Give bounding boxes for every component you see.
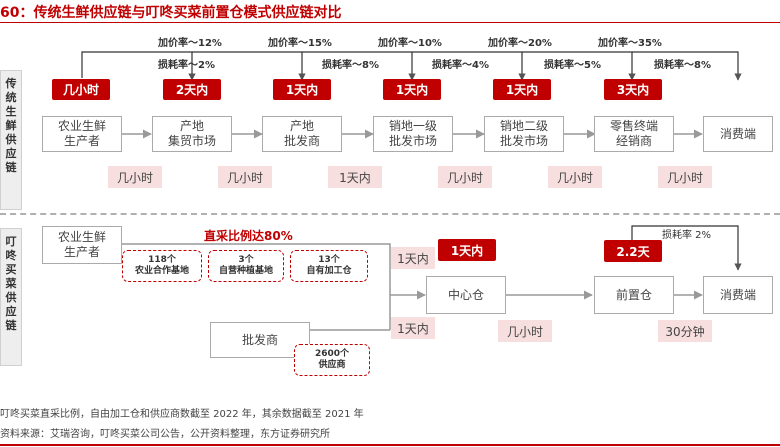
- dd-loss-label: 损耗率 2%: [662, 230, 712, 241]
- loss-label: 损耗率～5%: [544, 60, 601, 71]
- markup-label: 加价率～35%: [598, 38, 662, 49]
- markup-bracket: [81, 51, 196, 81]
- time-badge: 1天内: [273, 79, 331, 100]
- dd-node-wholesaler: 批发商: [210, 322, 310, 358]
- markup-label: 加价率～10%: [378, 38, 442, 49]
- transit-time: 1天内: [328, 166, 382, 188]
- dingdong-side-label: 叮 咚 买 菜 供 应 链: [0, 228, 22, 366]
- time-badge: 3天内: [604, 79, 662, 100]
- transit-time-front-consumer: 30分钟: [658, 320, 712, 342]
- dd-node-producer: 农业生鲜 生产者: [42, 226, 122, 264]
- markup-bracket: [632, 51, 742, 81]
- transit-time: 几小时: [108, 166, 162, 188]
- loss-label: 损耗率～4%: [432, 60, 489, 71]
- node-secondary-market: 销地二级 批发市场: [484, 116, 564, 152]
- transit-time: 几小时: [218, 166, 272, 188]
- bottom-rule: [0, 444, 780, 446]
- node-producer: 农业生鲜 生产者: [42, 116, 122, 152]
- center-time-badge: 1天内: [438, 239, 496, 261]
- node-consumer: 消费端: [703, 116, 773, 152]
- node-retailer: 零售终端 经销商: [594, 116, 674, 152]
- node-origin-wholesaler: 产地 批发商: [262, 116, 342, 152]
- dd-node-consumer: 消费端: [703, 276, 773, 314]
- transit-time: 几小时: [438, 166, 492, 188]
- transit-time: 几小时: [548, 166, 602, 188]
- markup-label: 加价率～20%: [488, 38, 552, 49]
- dd-node-front-warehouse: 前置仓: [594, 276, 674, 314]
- dd-node-center-warehouse: 中心仓: [426, 276, 506, 314]
- dingdong-loss-bracket: [631, 225, 742, 271]
- node-origin-market: 产地 集贸市场: [152, 116, 232, 152]
- transit-time: 几小时: [658, 166, 712, 188]
- section-divider: [0, 213, 780, 215]
- figure-title: 60：传统生鲜供应链与叮咚买菜前置仓模式供应链对比: [0, 5, 342, 21]
- transit-time-center-front: 几小时: [498, 320, 552, 342]
- node-primary-market: 销地一级 批发市场: [373, 116, 453, 152]
- time-badge: 1天内: [493, 79, 551, 100]
- markup-label: 加价率～12%: [158, 38, 222, 49]
- producer-line: [122, 243, 391, 262]
- base-self-planting: 3个 自营种植基地: [208, 250, 284, 282]
- front-time-badge: 2.2天: [604, 240, 662, 262]
- base-cooperative: 118个 农业合作基地: [122, 250, 202, 282]
- transit-time-upper: 1天内: [391, 247, 435, 269]
- direct-ratio-label: 直采比例达80%: [204, 229, 293, 243]
- traditional-side-label: 传 统 生 鲜 供 应 链: [0, 70, 22, 210]
- title-underline: [0, 22, 780, 23]
- markup-label: 加价率～15%: [268, 38, 332, 49]
- supplier-count: 2600个 供应商: [294, 344, 370, 376]
- markup-brackets: [81, 51, 742, 81]
- loss-label: 损耗率～8%: [322, 60, 379, 71]
- time-badge: 几小时: [52, 79, 110, 100]
- transit-time-lower: 1天内: [391, 317, 435, 339]
- footnote-data-note: 叮咚买菜直采比例，自由加工仓和供应商数截至 2022 年，其余数据截至 2021…: [0, 409, 364, 420]
- footnote-source: 资料来源：艾瑞咨询，叮咚买菜公司公告，公开资料整理，东方证券研究所: [0, 429, 330, 440]
- time-badge: 2天内: [163, 79, 221, 100]
- base-processing: 13个 自有加工仓: [290, 250, 368, 282]
- loss-label: 损耗率～8%: [654, 60, 711, 71]
- dingdong-flow-lines: [122, 243, 703, 331]
- time-badge: 1天内: [383, 79, 441, 100]
- loss-label: 损耗率～2%: [158, 60, 215, 71]
